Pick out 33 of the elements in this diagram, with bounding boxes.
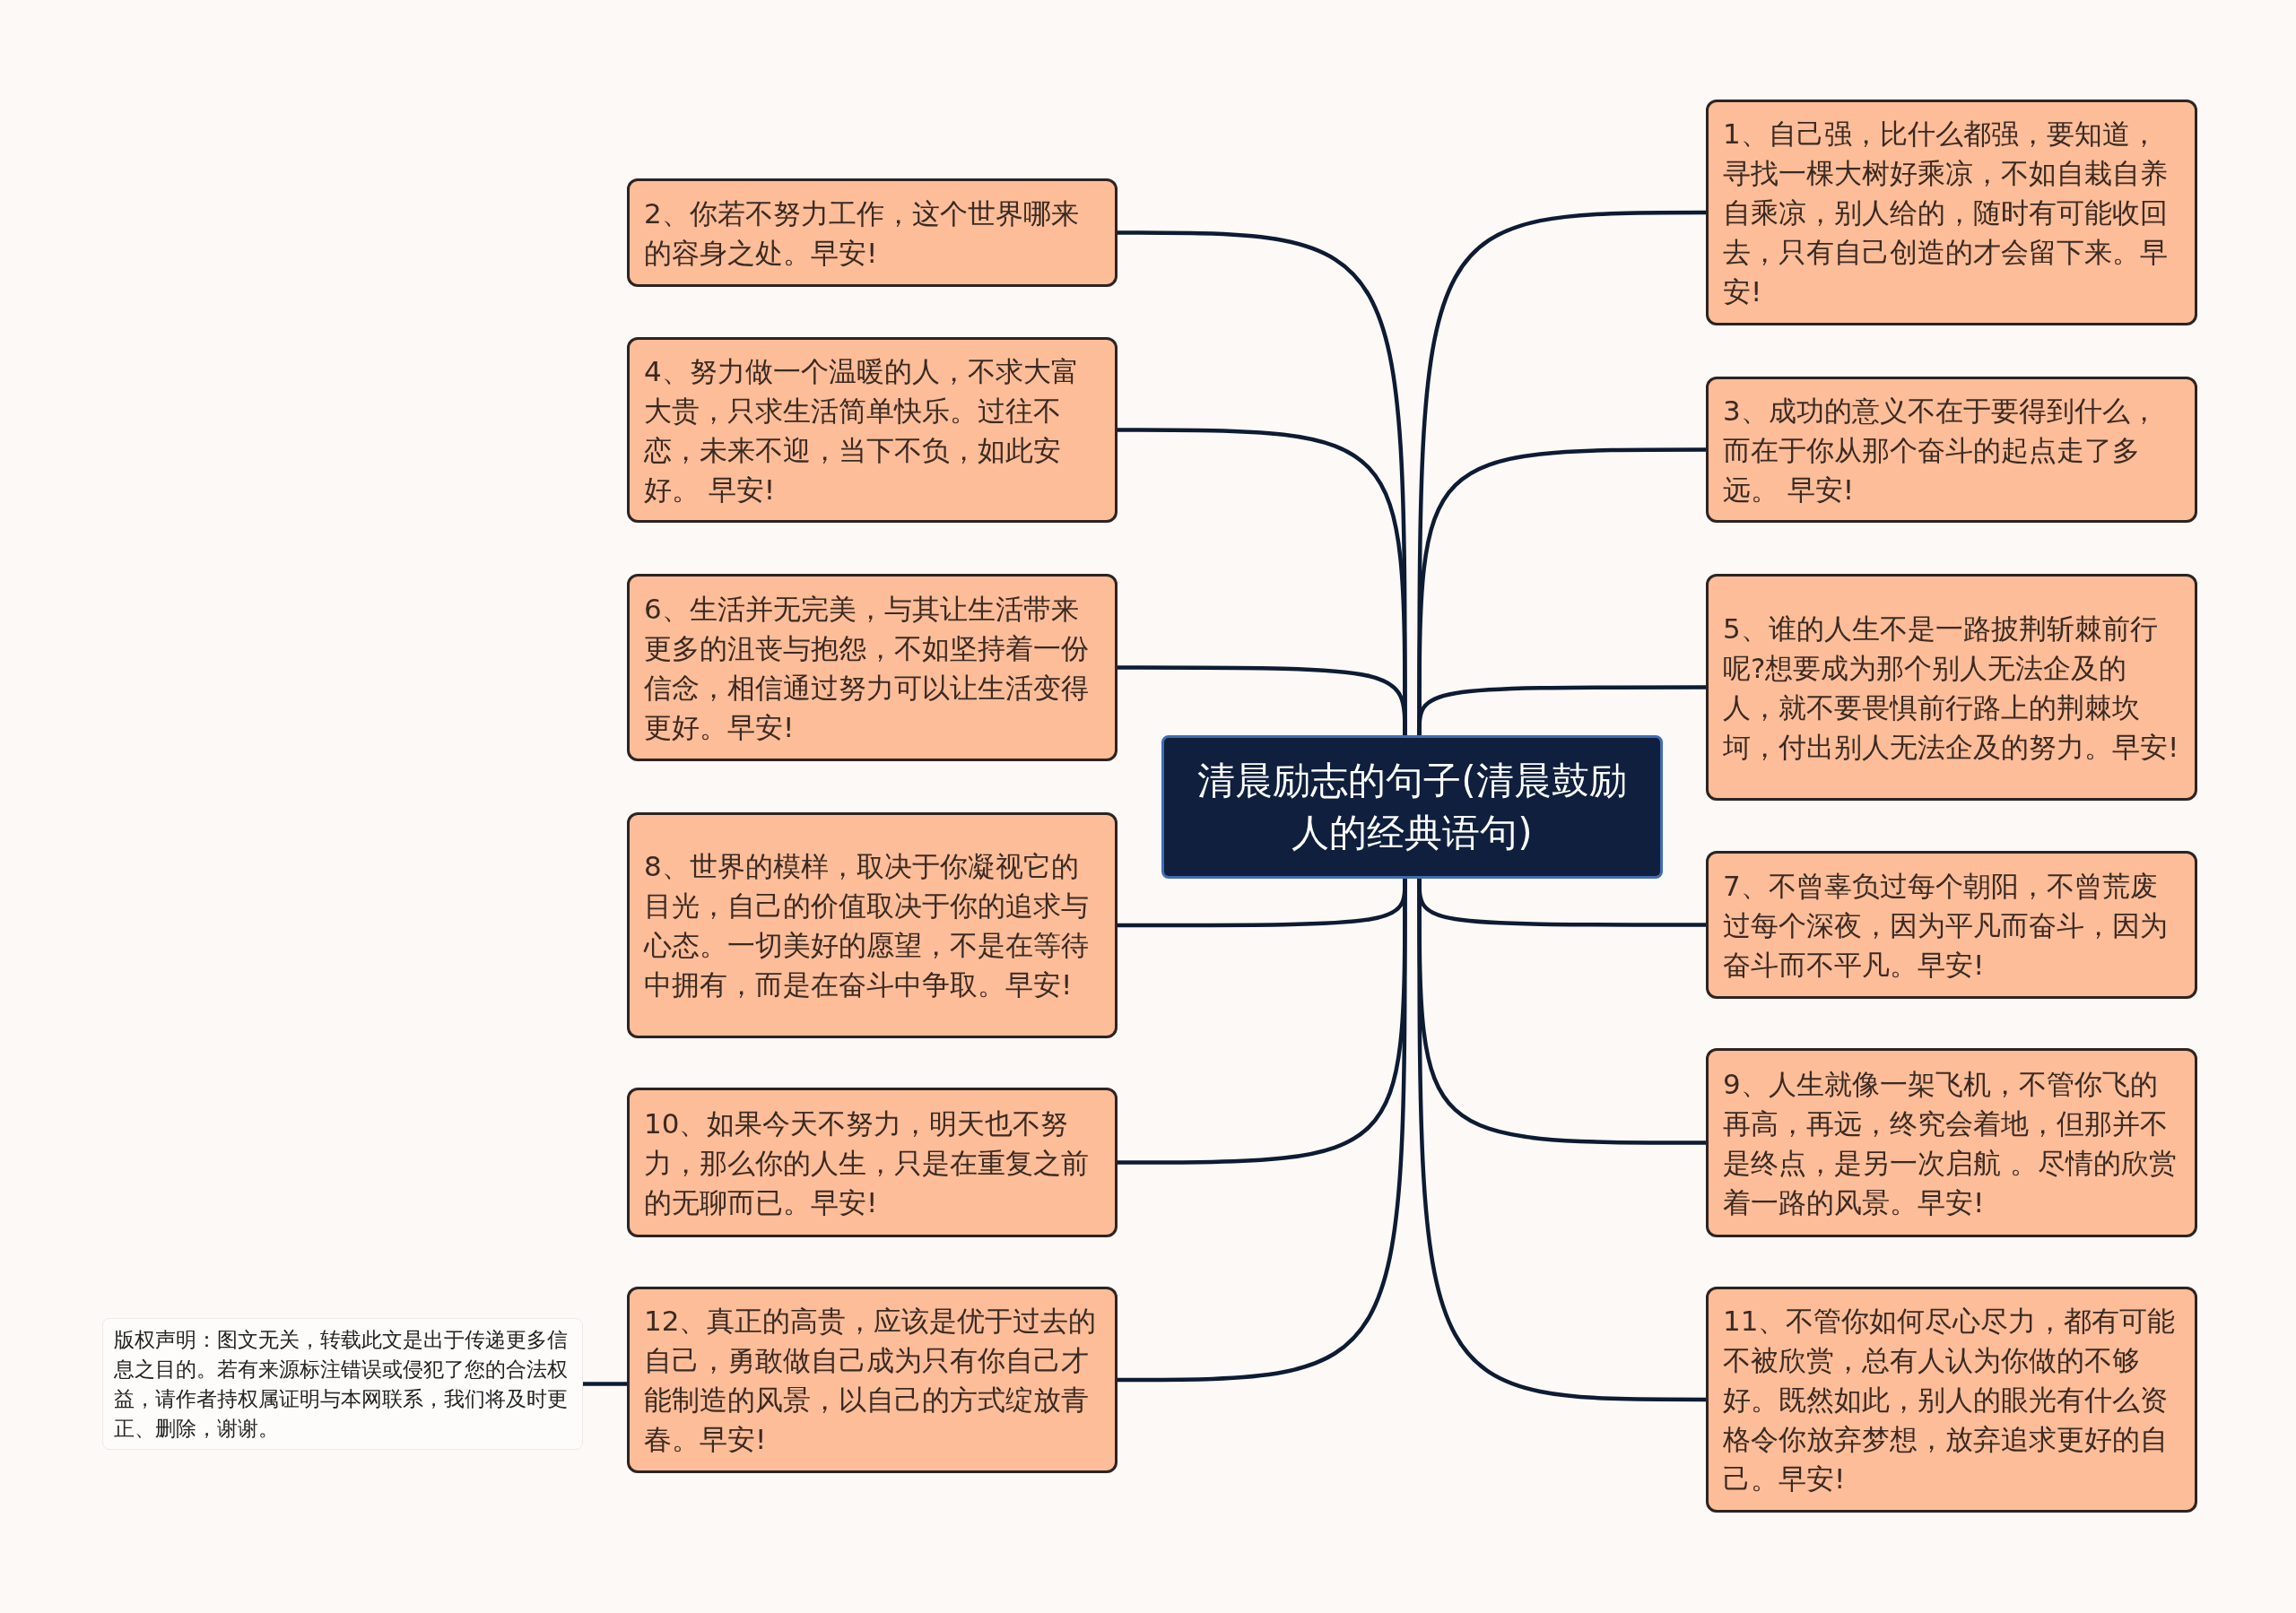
quote-text: 5、谁的人生不是一路披荆斩棘前行呢?想要成为那个别人无法企及的人，就不要畏惧前行路上的荆棘坎坷，付出别人无法企及的努力。早安! [1723,611,2180,765]
quote-text: 4、努力做一个温暖的人，不求大富大贵，只求生活简单快乐。过往不恋，未来不迎，当下不负，如此安好。 早安! [644,353,1080,507]
quote-text: 7、不曾辜负过每个朝阳，不曾荒废过每个深夜，因为平凡而奋斗，因为奋斗而不平凡。早安! [1723,868,2169,983]
quote-text: 2、你若不努力工作，这个世界哪来的容身之处。早安! [644,195,1080,271]
topic-box [627,1287,1118,1473]
quote-text: 10、如果今天不努力，明天也不努力，那么你的人生，只是在重复之前的无聊而已。早安! [644,1106,1090,1220]
topic-box [627,337,1118,523]
topic-box [1706,1048,2197,1237]
topic-box [627,178,1118,287]
quote-text: 9、人生就像一架飞机，不管你飞的再高，再远，终究会着地，但那并不是终点，是另一次启航 。尽情的欣赏着一路的风景。早安! [1723,1066,2178,1220]
connector-line [1417,685,1706,736]
connector-line [1118,879,1407,1383]
quote-text: 11、不管你如何尽心尽力，都有可能不被欣赏，总有人认为你做的不够好。既然如此，别人的眼光有什么资格令你放弃梦想，放弃追求更好的自己。早安! [1723,1304,2177,1496]
copyright-note-text: 版权声明：图文无关，转载此文是出于传递更多信息之目的。若有来源标注错误或侵犯了您的合法权益，请作者持权属证明与本网联系，我们将及时更正、删除，谢谢。 [114,1326,569,1442]
connector-line [1417,879,1706,1402]
connector-line [1118,665,1407,736]
topic-box [1706,851,2197,999]
quote-text: 1、自己强，比什么都强，要知道，寻找一棵大树好乘凉，不如自栽自养自乘凉，别人给的，随时有可能收回去，只有自己创造的才会留下来。早安! [1723,117,2169,309]
connector-line [583,1382,627,1386]
topic-box [1706,377,2197,523]
topic-box [627,812,1118,1038]
central-topic-box [1161,735,1663,879]
topic-box [1706,100,2197,325]
topic-box [627,1088,1118,1237]
topic-box [1706,574,2197,801]
quote-text: 12、真正的高贵，应该是优于过去的自己，勇敢做自己成为只有你自己才能制造的风景，以自己的方式绽放青春。早安! [644,1304,1098,1457]
quote-text: 3、成功的意义不在于要得到什么，而在于你从那个奋斗的起点走了多远。 早安! [1723,393,2159,507]
topic-box [627,574,1118,761]
central-topic-text: 清晨励志的句子(清晨鼓励人的经典语句) [1196,758,1628,856]
quote-text: 8、世界的模样，取决于你凝视它的目光，自己的价值取决于你的追求与心态。一切美好的愿望，不是在等待中拥有，而是在奋斗中争取。早安! [644,849,1090,1002]
topic-box [1706,1287,2197,1513]
note-box [102,1318,583,1450]
quote-text: 6、生活并无完美，与其让生活带来更多的沮丧与抱怨，不如坚持着一份信念，相信通过努力可以让生活变得更好。早安! [644,591,1090,745]
